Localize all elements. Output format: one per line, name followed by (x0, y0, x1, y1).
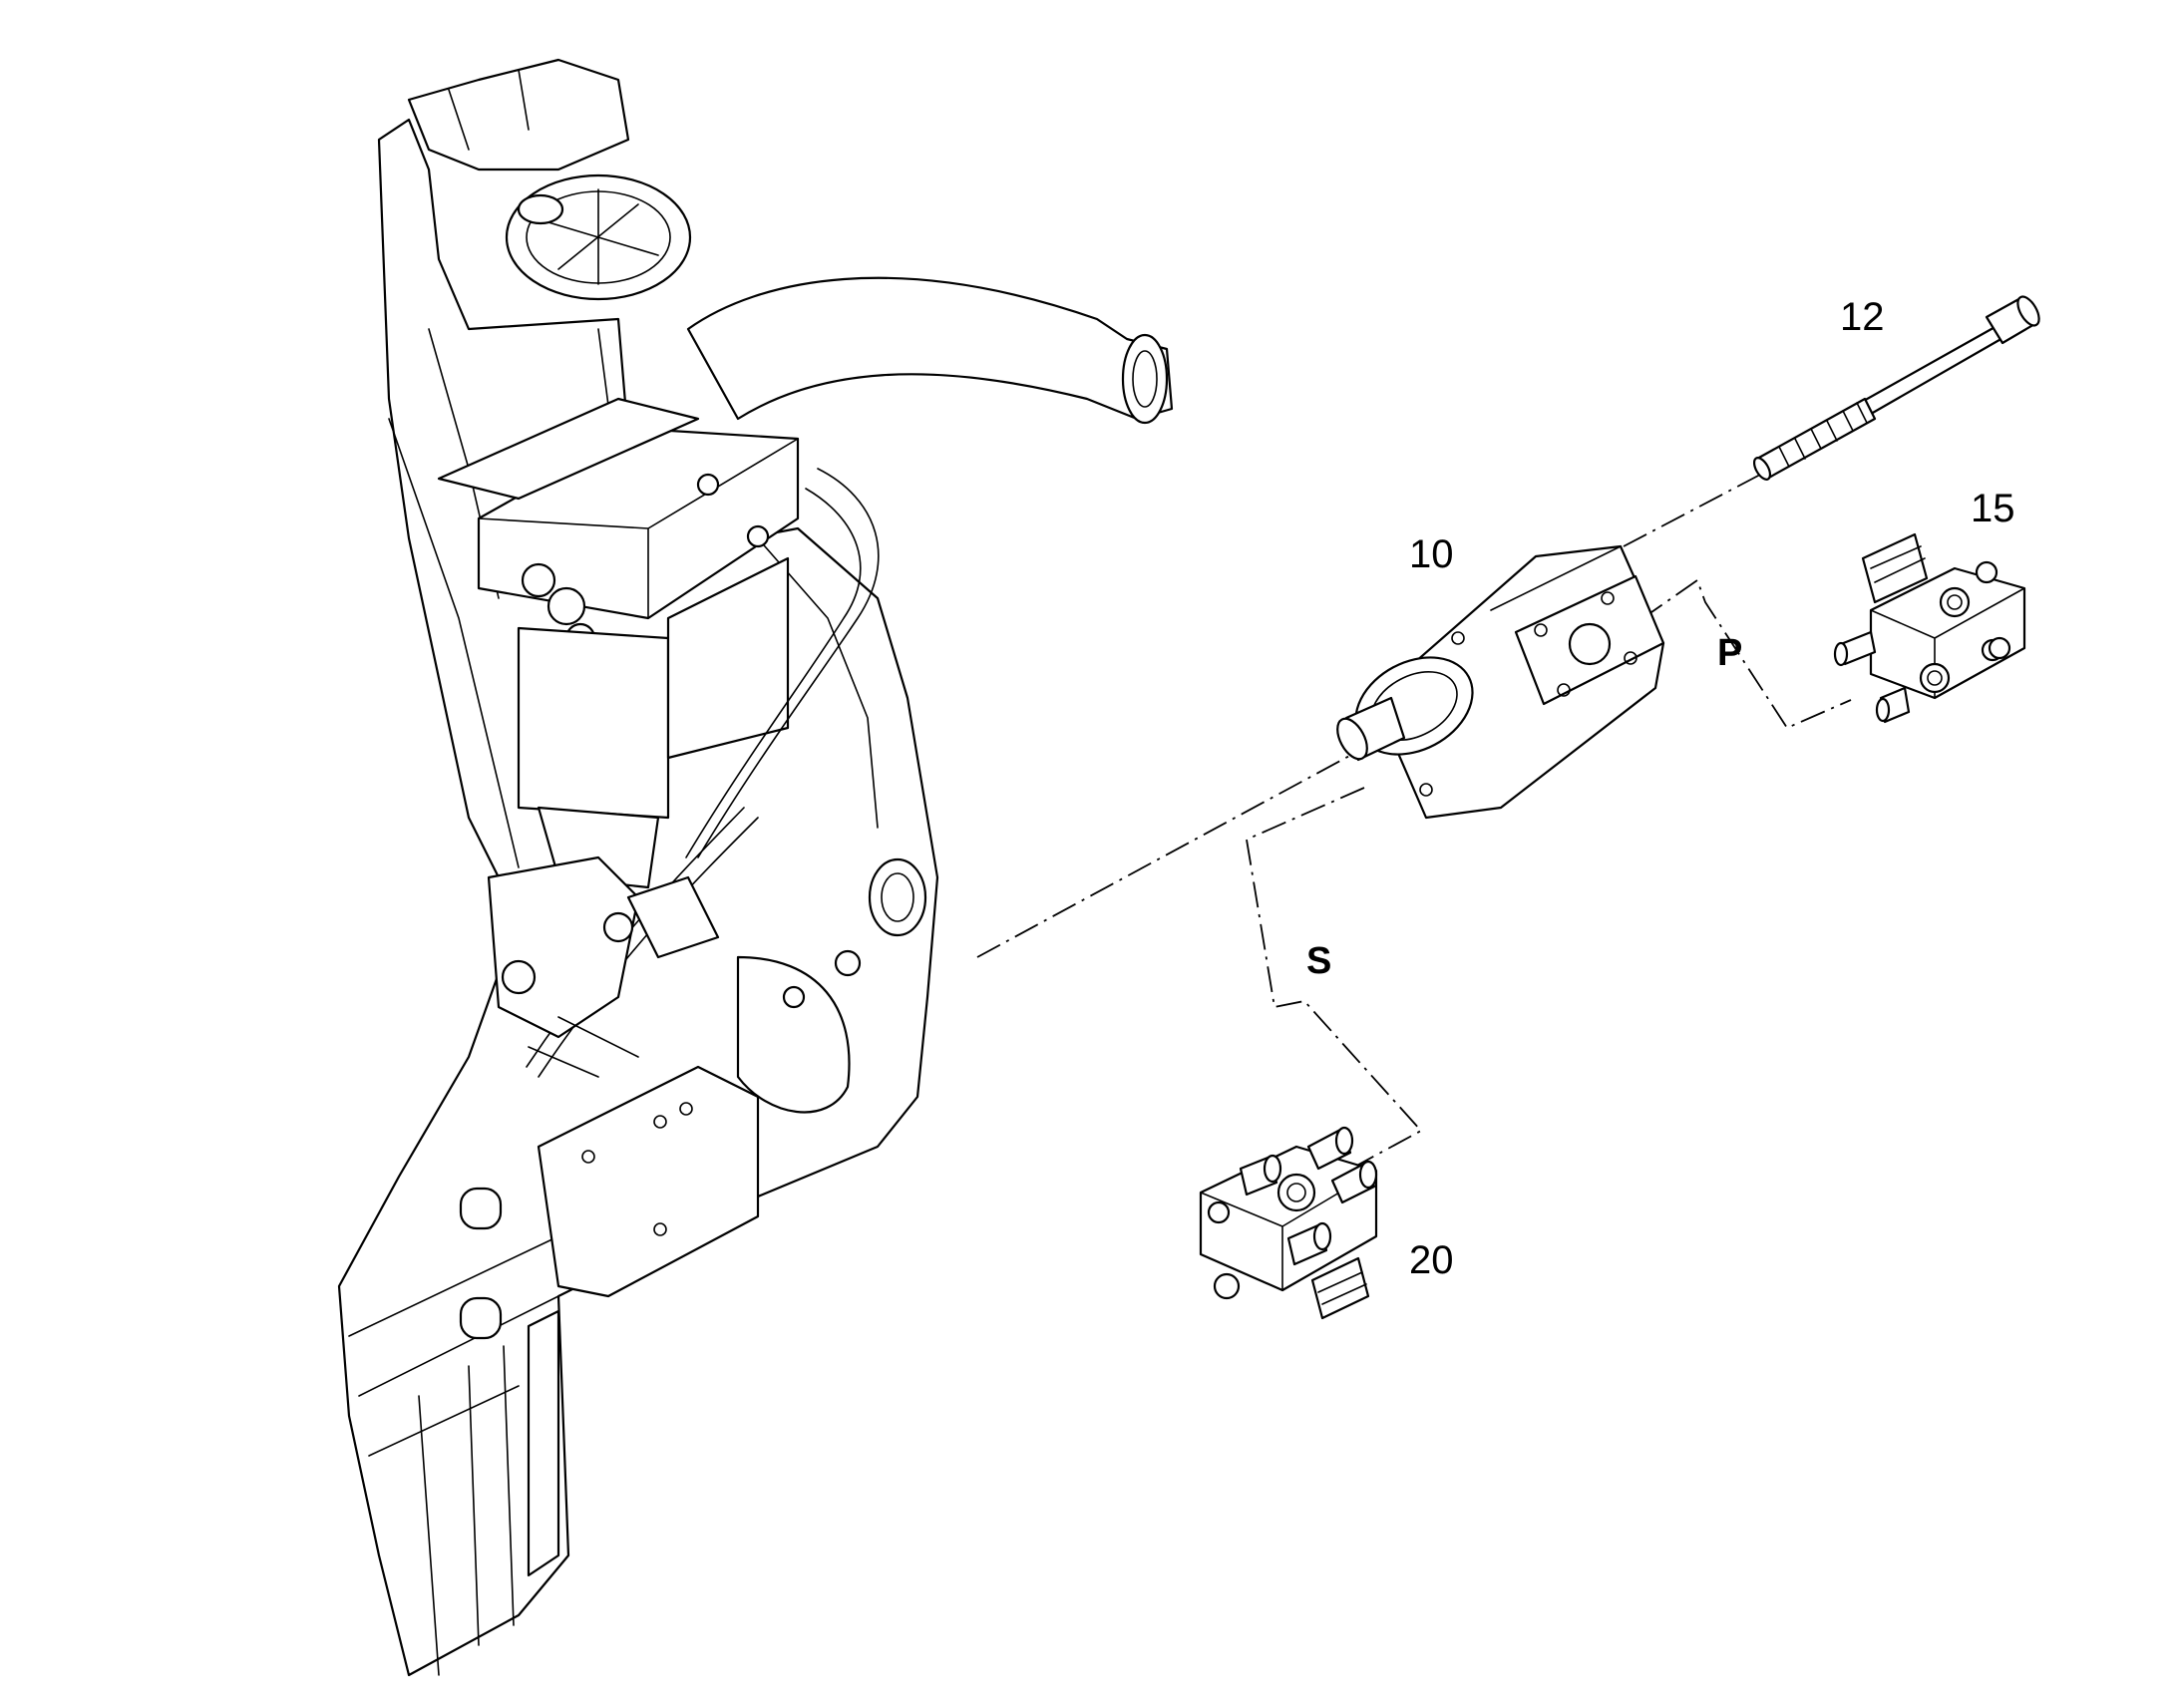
callout-suction-flange-20: 20 (1409, 1238, 1454, 1282)
bolt-axis-line (1623, 474, 1761, 547)
suction-flange (1199, 1126, 1378, 1320)
pressure-line-label: P (1717, 632, 1743, 674)
suction-line-label: S (1306, 940, 1332, 982)
callout-pressure-flange-15: 15 (1971, 487, 2015, 530)
shaft-axis-line (976, 747, 1365, 958)
assembly-lines (976, 474, 1852, 1190)
pressure-flange (1833, 532, 2026, 724)
engine-assembly (337, 58, 1174, 1677)
suction-line-path (1245, 787, 1423, 1190)
callout-bolt-12: 12 (1840, 295, 1885, 339)
callout-pump-10: 10 (1409, 532, 1454, 576)
bolt (1752, 295, 2040, 481)
hydraulic-pump (1336, 544, 1665, 820)
pressure-line-path (1605, 578, 1852, 730)
